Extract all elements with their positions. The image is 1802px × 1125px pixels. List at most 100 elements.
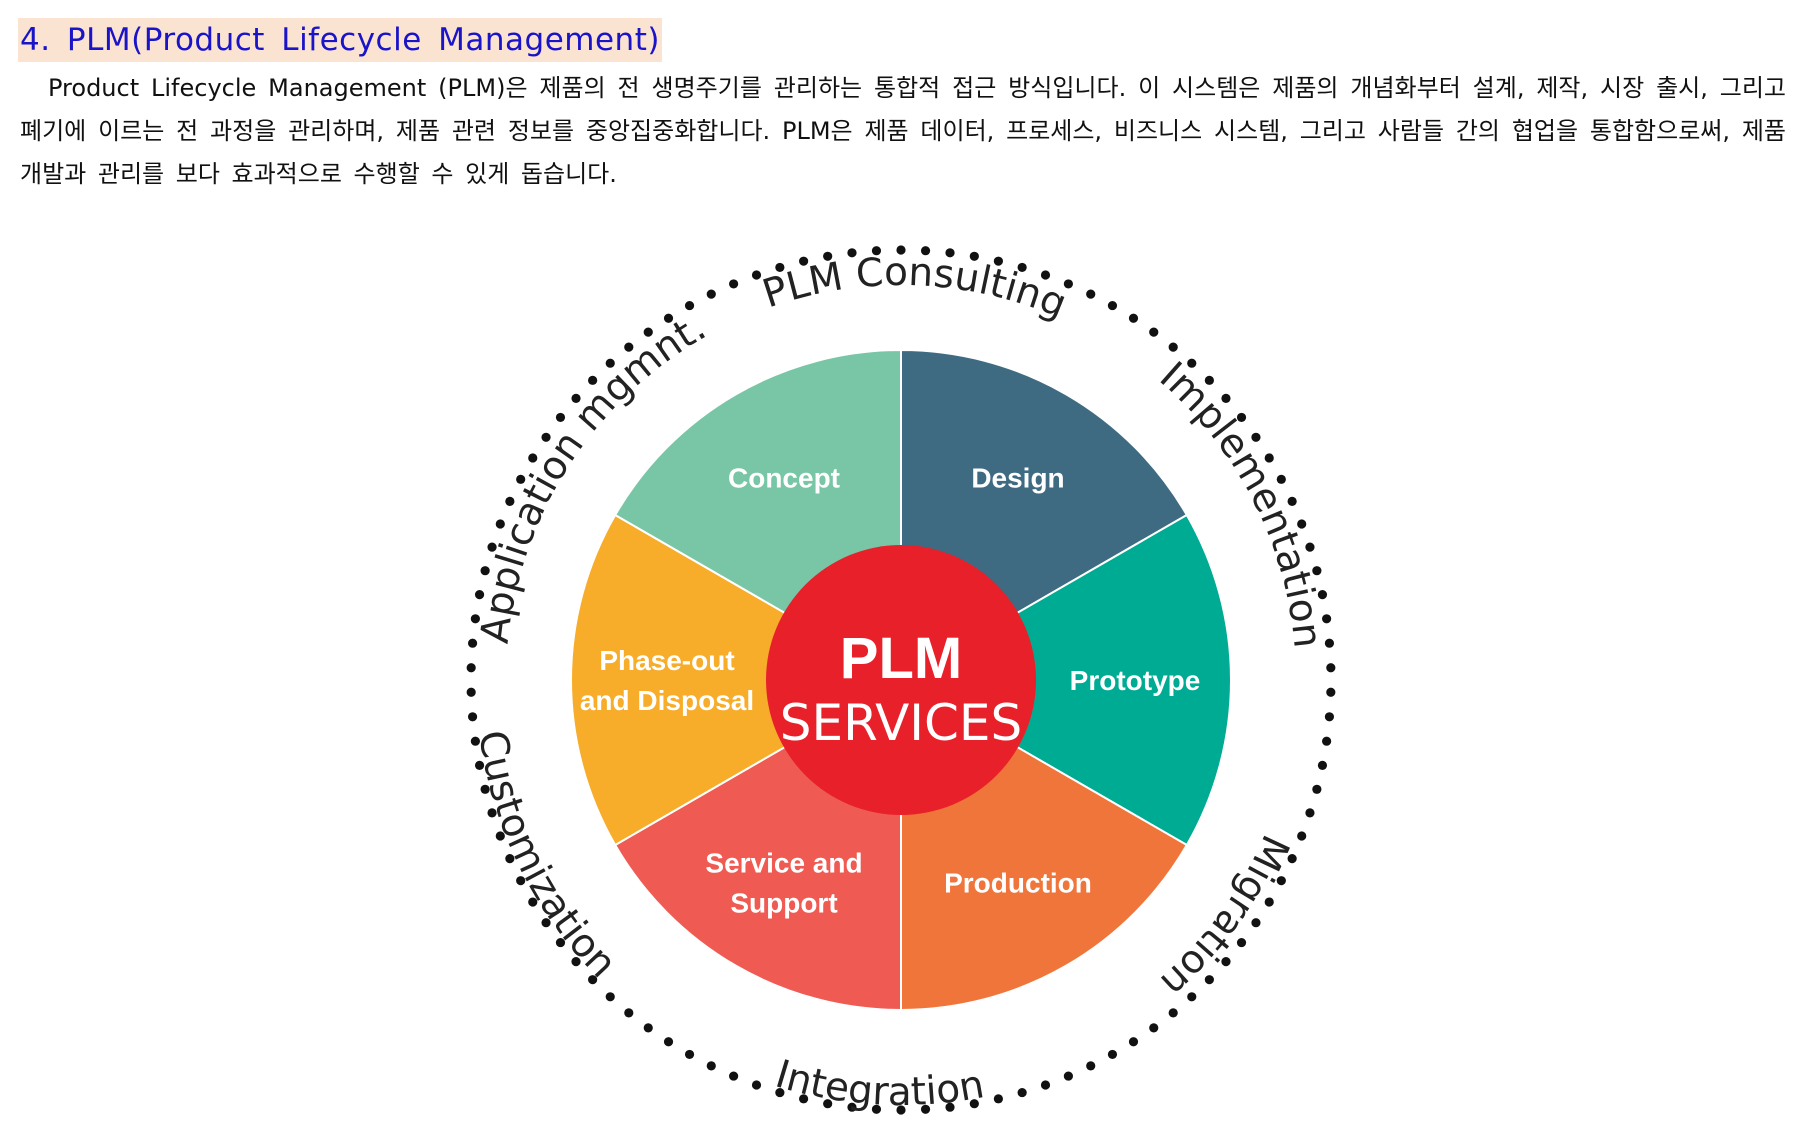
ring-dot — [528, 897, 538, 907]
center-title: PLM — [840, 626, 962, 691]
ring-dot — [706, 1061, 716, 1071]
ring-dot — [1287, 854, 1297, 864]
ring-dot — [516, 876, 526, 886]
ring-dot — [1149, 327, 1159, 337]
ring-dot — [1276, 876, 1286, 886]
ring-dot — [1297, 519, 1307, 529]
ring-dot — [1324, 638, 1335, 648]
ring-dot — [1086, 289, 1096, 299]
center-subtitle: SERVICES — [780, 694, 1023, 752]
segment-label-concept: Concept — [728, 462, 840, 493]
ring-dot — [751, 1080, 762, 1090]
ring-dot — [969, 1099, 979, 1109]
ring-dot — [1322, 736, 1332, 746]
ring-dot — [1236, 937, 1247, 948]
ring-dot — [920, 246, 931, 256]
ring-dot — [1040, 1080, 1051, 1090]
ring-dot — [643, 1023, 653, 1033]
segment-label-production: Production — [944, 868, 1092, 899]
ring-dot — [480, 566, 490, 576]
ring-dot — [1312, 566, 1322, 576]
ring-dot — [1312, 784, 1322, 794]
ring-dot — [823, 251, 833, 261]
ring-dot — [1276, 474, 1286, 484]
ring-dot — [571, 393, 581, 404]
ring-dot — [1017, 262, 1027, 273]
ring-dot — [643, 327, 653, 337]
ring-dot — [1086, 1061, 1096, 1071]
ring-dot — [1107, 1049, 1118, 1060]
ring-dot — [1187, 992, 1197, 1002]
ring-dot — [1221, 956, 1231, 967]
ring-dot — [775, 1087, 785, 1098]
segment-label-phase-out-and-disposal: Phase-out — [599, 645, 734, 676]
ring-dot — [729, 1071, 739, 1081]
ring-dot — [1168, 1008, 1178, 1018]
ring-dot — [495, 831, 505, 841]
ring-dot — [1251, 918, 1261, 928]
ring-dot — [799, 256, 809, 266]
ring-dot — [1063, 279, 1073, 289]
ring-dot — [487, 542, 497, 552]
dotted-ring — [466, 245, 1336, 1115]
ring-dot — [847, 1102, 857, 1112]
ring-dot — [1204, 975, 1214, 985]
ring-dot — [624, 342, 634, 352]
segment-label-service-and-support: Support — [730, 888, 837, 919]
ring-dot — [945, 1102, 955, 1112]
ring-dot — [505, 854, 515, 864]
ring-dot — [729, 279, 739, 289]
ring-dot — [775, 262, 785, 273]
ring-dot — [1040, 270, 1051, 280]
ring-dot — [467, 712, 478, 722]
section-heading: 4. PLM(Product Lifecycle Management) — [18, 18, 662, 62]
intro-paragraph: Product Lifecycle Management (PLM)은 제품의 … — [20, 74, 1786, 188]
ring-dot — [663, 313, 674, 323]
ring-dot — [1063, 1071, 1073, 1081]
ring-dot — [684, 1049, 695, 1060]
ring-dot — [847, 248, 857, 258]
segment-phase-out-and-disposal — [570, 513, 904, 847]
ring-dot — [871, 246, 882, 256]
ring-dot — [684, 300, 695, 311]
ring-dot — [470, 614, 480, 624]
ring-dot — [751, 270, 762, 280]
ring-dot — [1187, 358, 1197, 368]
ring-dot — [1204, 375, 1214, 385]
ring-dot — [466, 687, 476, 697]
ring-dot — [1264, 897, 1274, 907]
ring-dot — [470, 736, 480, 746]
ring-dot — [993, 256, 1003, 266]
ring-dot — [896, 1105, 906, 1115]
ring-dot — [896, 245, 906, 255]
ring-dot — [1324, 712, 1335, 722]
ring-dot — [1326, 663, 1336, 673]
segment-label-service-and-support: Service and — [705, 848, 862, 879]
ring-dot — [541, 432, 551, 442]
ring-dot — [799, 1094, 809, 1104]
ring-dot — [474, 760, 485, 770]
ring-dot — [1221, 393, 1231, 404]
ring-dot — [1317, 590, 1328, 600]
ring-dot — [528, 453, 538, 463]
ring-dot — [624, 1008, 634, 1018]
center-circle — [766, 545, 1036, 815]
ring-dot — [706, 289, 716, 299]
ring-dot — [993, 1094, 1003, 1104]
ring-dot — [1305, 808, 1315, 818]
ring-dot — [487, 808, 497, 818]
ring-dot — [1297, 831, 1307, 841]
ring-dot — [945, 248, 955, 258]
ring-dot — [571, 956, 581, 967]
ring-dot — [1264, 453, 1274, 463]
ring-dot — [605, 358, 615, 368]
ring-dot — [823, 1099, 833, 1109]
ring-label-integration: Integration — [770, 1052, 987, 1115]
ring-dot — [920, 1104, 931, 1114]
segment-label-phase-out-and-disposal: and Disposal — [580, 685, 754, 716]
segment-label-prototype: Prototype — [1070, 665, 1201, 696]
ring-dot — [495, 519, 505, 529]
ring-dot — [1107, 300, 1118, 311]
center-hub: PLM SERVICES — [766, 545, 1036, 815]
